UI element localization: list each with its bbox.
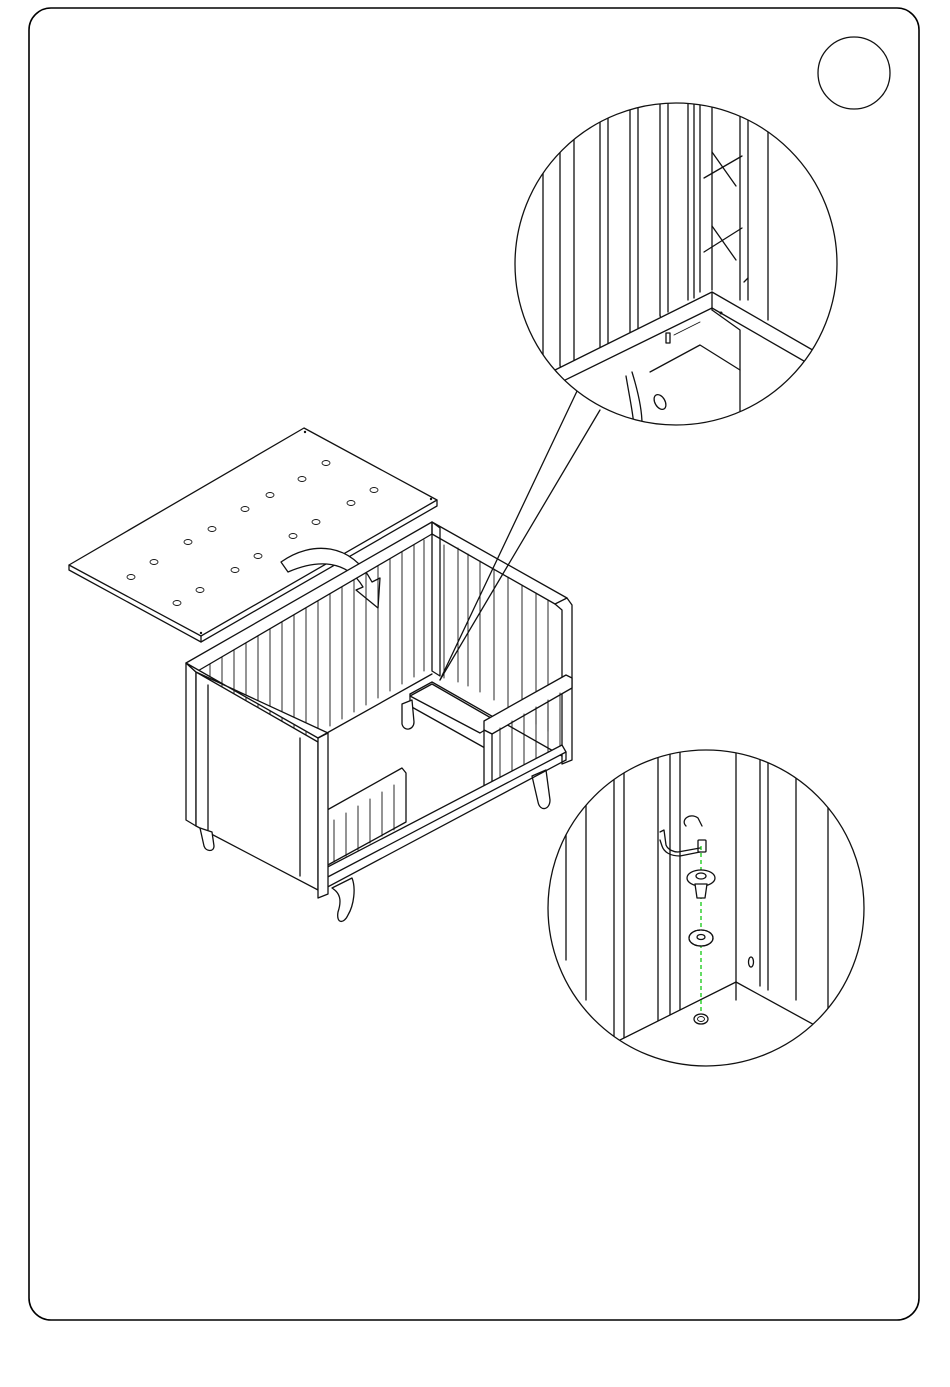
bolt-icon	[687, 870, 715, 898]
mattress-base-board	[69, 428, 437, 642]
step-number-badge	[818, 37, 890, 109]
lock-washer-icon	[689, 930, 713, 946]
allen-key-icon	[660, 816, 706, 856]
corner-bracket-detail	[515, 80, 837, 440]
callout-lines-top	[440, 389, 600, 680]
page-border	[29, 8, 919, 1320]
bolt-washer-insertion-detail	[548, 750, 864, 1080]
cross-out-icon	[704, 152, 742, 260]
